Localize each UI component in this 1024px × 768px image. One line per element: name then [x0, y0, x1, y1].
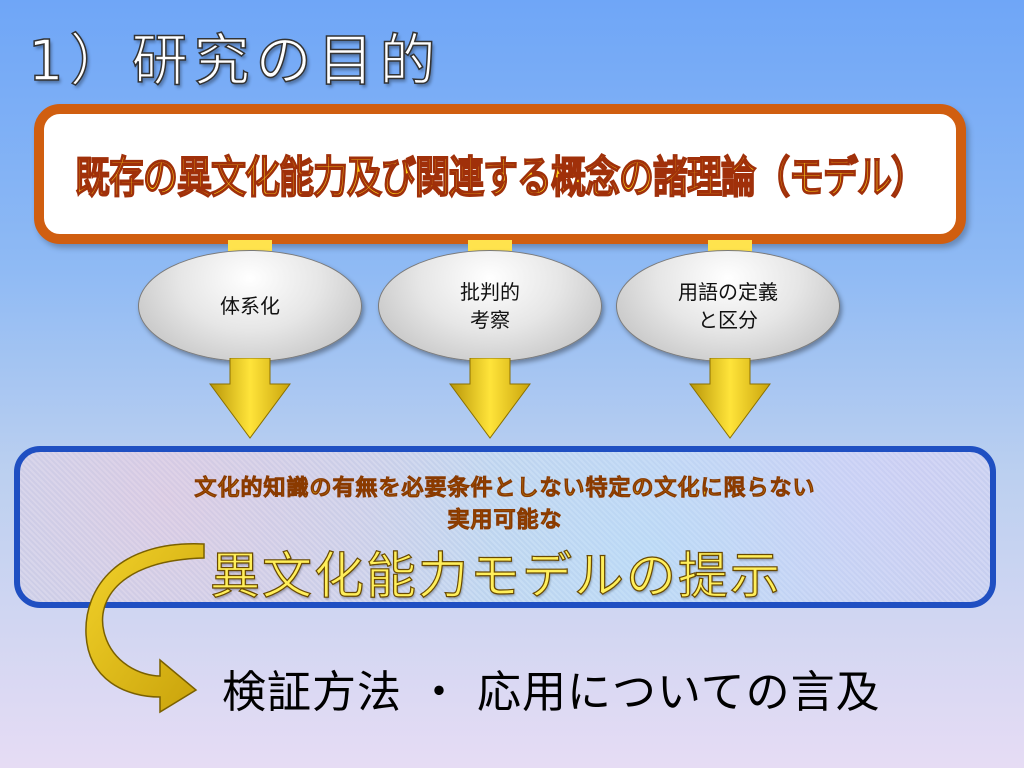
goal-condition-line1: 文化的知識の有無を必要条件としない特定の文化に限らない [194, 476, 816, 502]
goal-main-text: 異文化能力モデルの提示 [209, 546, 782, 605]
ellipse-label: 体系化 [220, 294, 280, 318]
ellipse-systematization: 体系化 [138, 250, 362, 362]
ellipse-label: 用語の定義 と区分 [678, 280, 778, 332]
down-arrow-icon [689, 358, 771, 439]
goal-box: 文化的知識の有無を必要条件としない特定の文化に限らない 実用可能な 異文化能力モ… [14, 446, 996, 608]
ellipse-critical-review: 批判的 考察 [378, 250, 602, 362]
down-arrow-icon [209, 358, 291, 439]
conclusion-text: 検証方法 ・ 応用についての言及 [222, 667, 881, 718]
ellipse-definitions: 用語の定義 と区分 [616, 250, 840, 362]
theories-box-text: 既存の異文化能力及び関連する概念の諸理論（モデル） [74, 153, 926, 203]
down-arrow-icon [449, 358, 531, 439]
theories-box: 既存の異文化能力及び関連する概念の諸理論（モデル） [34, 104, 966, 244]
ellipse-label: 批判的 考察 [460, 280, 520, 332]
slide-title: 1）研究の目的 [27, 28, 442, 95]
goal-condition-line2: 実用可能な [447, 508, 563, 534]
